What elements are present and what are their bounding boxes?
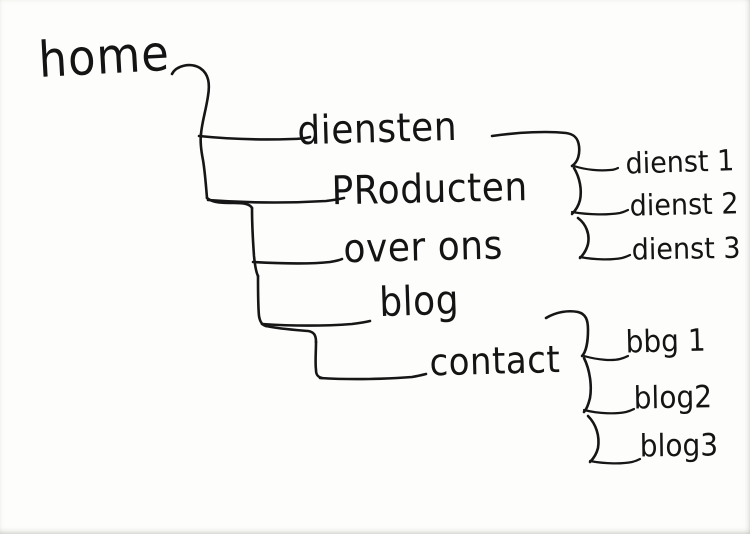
node-producten: PRoducten [331,165,529,215]
connector-dienst-1 [572,164,620,172]
connector-home-to-blog [260,319,372,327]
node-blog-3: blog3 [639,426,719,465]
spine-segment-over-ons [250,206,260,278]
connector-dienst-2 [570,208,630,216]
connector-dienst-3 [578,253,632,261]
node-blog-1: bbg 1 [625,321,707,361]
node-contact: contact [428,337,561,386]
connector-blog-3 [588,457,642,465]
connector-diensten-lead [490,130,581,168]
node-blog: blog [378,277,460,327]
home-branch-hook [170,63,211,136]
bracket-blog-spine-2 [586,414,600,464]
node-over-ons: over ons [342,223,504,273]
bracket-diensten-spine-1 [570,166,583,216]
node-diensten: diensten [296,104,458,155]
connector-home-to-over-ons [251,257,344,265]
spine-segment-diensten [199,132,209,200]
node-dienst-2: dienst 2 [629,187,739,224]
connector-home-to-diensten [197,134,312,141]
spine-segment-blog [256,274,268,328]
spine-segment-contact [314,340,324,380]
connector-blog-1 [582,354,630,362]
node-home: home [36,24,172,90]
node-dienst-1: dienst 1 [625,144,735,182]
bracket-diensten-spine-2 [576,216,590,260]
connector-home-to-producten [206,196,346,204]
connector-blog-lead [544,309,590,358]
connector-blog-2 [582,407,636,415]
connector-home-to-contact [318,372,428,381]
spine-step-to-contact [264,324,318,344]
node-dienst-3: dienst 3 [631,231,741,268]
node-blog-2: blog2 [633,378,713,417]
bracket-blog-spine-1 [582,356,593,414]
